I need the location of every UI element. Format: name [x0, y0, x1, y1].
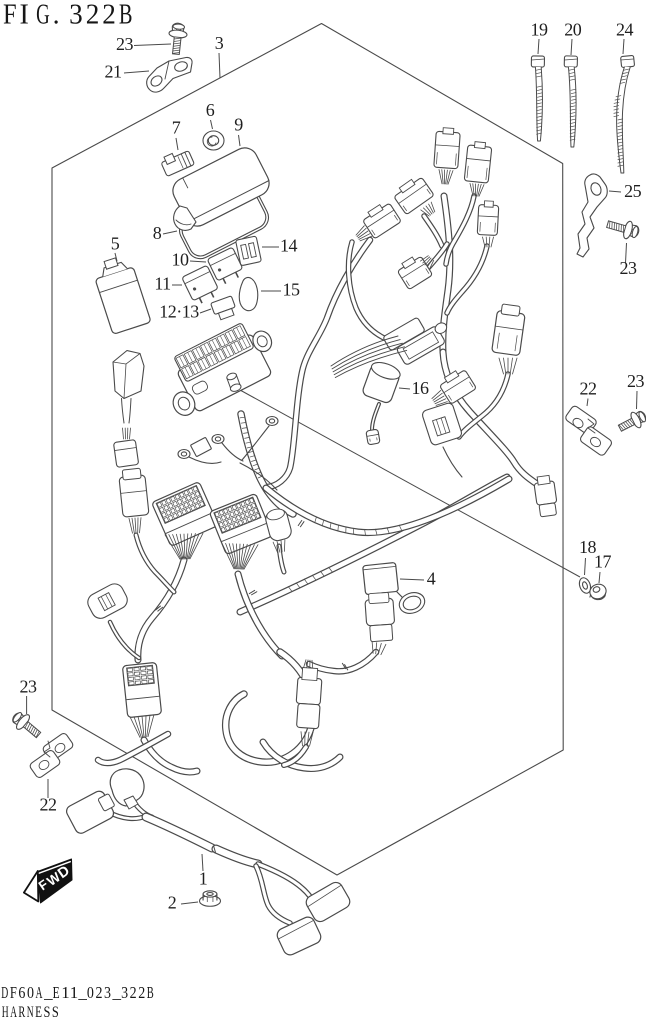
svg-text:2: 2: [102, 0, 116, 31]
svg-text:2: 2: [138, 983, 145, 1002]
svg-text:23: 23: [620, 258, 638, 278]
svg-text:2: 2: [130, 983, 137, 1002]
svg-text:A: A: [10, 1004, 17, 1021]
svg-text:15: 15: [283, 280, 301, 300]
svg-text:S: S: [43, 1004, 50, 1021]
svg-text:_: _: [77, 983, 87, 1002]
svg-text:19: 19: [531, 20, 549, 40]
svg-text:1: 1: [199, 869, 208, 889]
svg-text:25: 25: [624, 181, 642, 201]
svg-text:16: 16: [412, 378, 430, 398]
svg-text:F: F: [10, 983, 17, 1002]
svg-text:S: S: [52, 1004, 59, 1021]
svg-text:R: R: [18, 1004, 25, 1021]
svg-text:14: 14: [280, 236, 298, 256]
svg-text:I: I: [20, 0, 29, 31]
svg-text:4: 4: [427, 569, 436, 589]
svg-text:D: D: [1, 983, 8, 1002]
svg-text:11: 11: [154, 274, 170, 294]
svg-text:1: 1: [61, 983, 69, 1002]
svg-text:B: B: [119, 0, 133, 31]
svg-text:22: 22: [580, 379, 597, 399]
svg-text:21: 21: [105, 62, 122, 82]
svg-text:6: 6: [206, 100, 215, 120]
svg-text:9: 9: [234, 115, 243, 135]
svg-text:23: 23: [627, 371, 645, 391]
svg-text:23: 23: [116, 34, 134, 54]
svg-text:E: E: [53, 983, 60, 1002]
svg-text:_: _: [112, 983, 122, 1002]
svg-text:12·13: 12·13: [159, 302, 199, 322]
svg-text:20: 20: [564, 20, 582, 40]
svg-text:2: 2: [168, 893, 177, 913]
svg-text:2: 2: [95, 983, 102, 1002]
svg-text:1: 1: [70, 983, 79, 1002]
svg-text:E: E: [35, 1004, 42, 1021]
svg-text:24: 24: [616, 20, 634, 40]
svg-text:N: N: [27, 1004, 34, 1021]
svg-text:B: B: [147, 983, 154, 1002]
svg-text:3: 3: [104, 983, 111, 1002]
svg-text:0: 0: [87, 983, 94, 1002]
svg-text:G: G: [36, 0, 50, 31]
svg-text:6: 6: [18, 983, 25, 1002]
svg-text:3: 3: [121, 983, 128, 1002]
svg-text:8: 8: [153, 223, 162, 243]
svg-text:3: 3: [215, 33, 224, 53]
svg-text:18: 18: [579, 537, 597, 557]
svg-text:17: 17: [594, 552, 612, 572]
svg-text:H: H: [2, 1004, 9, 1021]
svg-text:.: .: [53, 0, 60, 31]
svg-text:F: F: [3, 0, 17, 31]
svg-text:2: 2: [86, 0, 100, 31]
svg-text:23: 23: [20, 677, 38, 697]
svg-text:7: 7: [172, 118, 181, 138]
svg-text:_: _: [43, 983, 53, 1002]
svg-text:10: 10: [172, 250, 190, 270]
svg-text:0: 0: [27, 983, 34, 1002]
svg-text:22: 22: [40, 795, 57, 815]
svg-text:3: 3: [69, 0, 83, 31]
svg-text:5: 5: [111, 234, 120, 254]
svg-text:A: A: [36, 983, 43, 1002]
